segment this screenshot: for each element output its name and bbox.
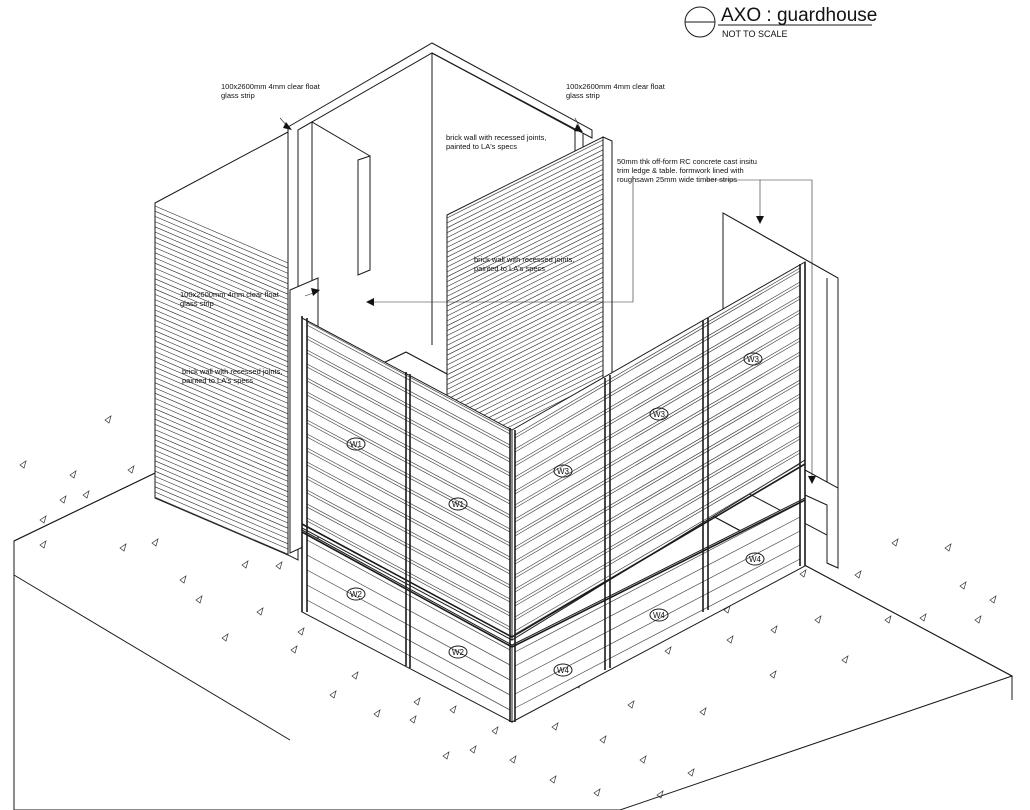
- tag-w4-b: W4: [649, 608, 669, 622]
- note-glass-right-line1: 100x2600mm 4mm clear float: [566, 82, 666, 91]
- note-concrete: 50mm thk off-form RC concrete cast insit…: [617, 157, 759, 184]
- tag-w3-a-label: W3: [557, 467, 570, 476]
- tag-w3-c: W3: [743, 352, 763, 366]
- tag-w3-c-label: W3: [747, 355, 760, 364]
- tag-w1-b-label: W1: [452, 500, 465, 509]
- note-concrete-line2: trim ledge & table. formwork lined with: [617, 166, 744, 175]
- tag-w4-a: W4: [553, 663, 573, 677]
- note-brick-top: brick wall with recessed joints, painted…: [446, 133, 549, 151]
- tag-w1-b: W1: [448, 497, 468, 511]
- note-brick-left-line2: painted to LA's specs: [182, 376, 253, 385]
- back-wall-frame: [287, 42, 593, 561]
- tag-w4-a-label: W4: [557, 666, 570, 675]
- back-wall-left: [154, 131, 289, 556]
- window-tags: W1 W1 W2 W2 W3 W3 W3 W4: [346, 352, 765, 677]
- tag-w3-a: W3: [553, 464, 573, 478]
- note-glass-right: 100x2600mm 4mm clear float glass strip: [566, 82, 667, 100]
- tag-w3-b: W3: [649, 407, 669, 421]
- gravel-texture: [19, 415, 997, 799]
- note-glass-left-line2: glass strip: [221, 91, 255, 100]
- leaders: [279, 117, 816, 484]
- annotation-notes: 100x2600mm 4mm clear float glass strip 1…: [180, 82, 759, 385]
- note-glass-left-line1: 100x2600mm 4mm clear float: [221, 82, 321, 91]
- note-brick-center-line2: painted to LA's specs: [474, 264, 545, 273]
- note-glass-mid: 100x2600mm 4mm clear float glass strip: [180, 290, 281, 308]
- tag-w2-b-label: W2: [452, 648, 465, 657]
- tag-w4-c: W4: [745, 552, 765, 566]
- note-concrete-line3: roughsawn 25mm wide timber strips: [617, 175, 737, 184]
- tag-w2-a-label: W2: [350, 590, 363, 599]
- tag-w1-a: W1: [346, 437, 366, 451]
- title-block: AXO : guardhouse NOT TO SCALE: [684, 5, 877, 39]
- note-brick-top-line2: painted to LA's specs: [446, 142, 517, 151]
- tag-w3-b-label: W3: [653, 410, 666, 419]
- note-brick-top-line1: brick wall with recessed joints,: [446, 133, 546, 142]
- note-brick-left: brick wall with recessed joints, painted…: [182, 367, 285, 385]
- tag-w4-b-label: W4: [653, 611, 666, 620]
- note-brick-left-line1: brick wall with recessed joints,: [182, 367, 282, 376]
- note-glass-mid-line2: glass strip: [180, 299, 214, 308]
- drawing-title: AXO : guardhouse: [721, 5, 877, 26]
- tag-w1-a-label: W1: [350, 440, 363, 449]
- note-glass-right-line2: glass strip: [566, 91, 600, 100]
- note-brick-center-line1: brick wall with recessed joints,: [474, 255, 574, 264]
- tag-w2-b: W2: [448, 645, 468, 659]
- note-concrete-line1: 50mm thk off-form RC concrete cast insit…: [617, 157, 757, 166]
- note-glass-left: 100x2600mm 4mm clear float glass strip: [221, 82, 322, 100]
- drawing-subtitle: NOT TO SCALE: [722, 29, 788, 39]
- center-brick-wall: [446, 136, 613, 501]
- tag-w4-c-label: W4: [749, 555, 762, 564]
- front-glazing: [301, 261, 806, 723]
- tag-w2-a: W2: [346, 587, 366, 601]
- note-glass-mid-line1: 100x2600mm 4mm clear float: [180, 290, 280, 299]
- note-brick-center: brick wall with recessed joints, painted…: [474, 255, 577, 273]
